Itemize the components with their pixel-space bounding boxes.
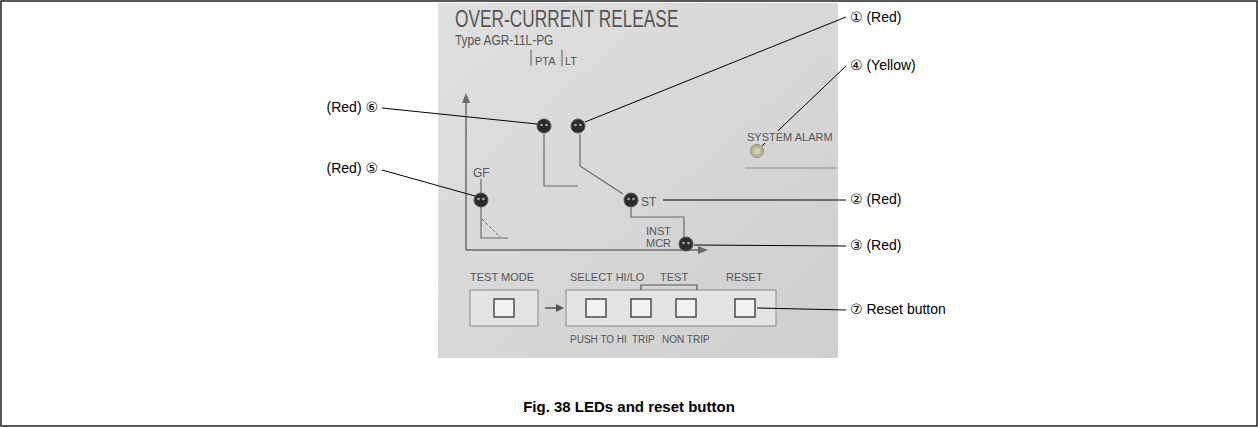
led-red <box>474 193 488 207</box>
led-glint <box>482 198 485 201</box>
curve-line <box>580 134 623 194</box>
led-red <box>571 119 585 133</box>
curve-line <box>561 50 562 66</box>
panel-marking: GF <box>473 167 490 180</box>
led-glint <box>632 198 635 201</box>
push-button <box>494 299 514 317</box>
push-button <box>735 299 755 317</box>
panel-marking: ST <box>641 196 656 209</box>
panel-marking: TEST <box>660 271 688 283</box>
callout-label: (Red) ⑤ <box>327 160 378 177</box>
leader-line <box>382 108 537 124</box>
led-glint <box>540 124 543 127</box>
callout-label: ④ (Yellow) <box>850 57 916 74</box>
led-red <box>679 237 693 251</box>
led-red <box>571 119 585 133</box>
led-glint <box>574 124 577 127</box>
figure-caption: Fig. 38 LEDs and reset button <box>523 398 735 415</box>
test-bracket <box>641 285 697 290</box>
panel-marking: TEST MODE <box>470 271 534 283</box>
led-red <box>474 193 488 207</box>
panel-marking: NON TRIP <box>662 334 710 345</box>
led-red <box>537 119 551 133</box>
panel-marking: SELECT HI/LO <box>570 271 644 283</box>
panel-marking: TRIP <box>632 334 655 345</box>
panel-marking: LT <box>565 55 577 67</box>
led-glint <box>627 198 630 201</box>
callout-label: ② (Red) <box>850 191 901 208</box>
leader-line <box>382 170 475 196</box>
led-red <box>679 237 693 251</box>
axis-line <box>465 101 467 250</box>
curve-line <box>544 134 578 186</box>
led-glint <box>754 148 760 154</box>
led-red <box>624 193 638 207</box>
led-glint <box>545 124 548 127</box>
push-button <box>631 299 651 317</box>
callout-label: ⑦ Reset button <box>850 301 946 318</box>
panel-marking: Type AGR-11L-PG <box>455 33 553 48</box>
leader-line <box>757 308 846 310</box>
axis-line <box>466 249 700 251</box>
curve-line <box>481 207 508 238</box>
button-frame <box>470 290 538 326</box>
led-yellow <box>751 145 764 158</box>
axis-arrowhead <box>462 93 470 103</box>
panel-marking: PTA <box>535 55 556 67</box>
led-red <box>537 119 551 133</box>
panel-marking: INST MCR <box>646 225 678 249</box>
callout-label: ③ (Red) <box>850 237 901 254</box>
led-glint <box>682 242 685 245</box>
led-glint <box>579 124 582 127</box>
panel-marking: OVER-CURRENT RELEASE <box>455 6 678 32</box>
led-red <box>624 193 638 207</box>
panel-rule <box>745 167 836 168</box>
push-button <box>586 299 606 317</box>
button-frame <box>566 290 776 326</box>
axis-arrowhead <box>698 246 708 254</box>
callout-label: (Red) ⑥ <box>327 99 378 116</box>
leader-line <box>663 200 846 201</box>
led-glint <box>477 198 480 201</box>
panel-face <box>438 3 838 358</box>
panel-marking: RESET <box>726 271 763 283</box>
callout-label: ① (Red) <box>850 9 901 26</box>
leader-line <box>585 17 846 122</box>
panel-marking: PUSH TO HI <box>570 334 627 345</box>
led-yellow <box>751 145 764 158</box>
curve-dash <box>482 219 500 237</box>
release-panel: OVER-CURRENT RELEASEType AGR-11L-PG PTA LT… <box>438 3 838 358</box>
led-glint <box>687 242 690 245</box>
curve-line <box>530 50 531 66</box>
panel-marking: SYSTEM ALARM <box>745 131 835 143</box>
curve-line <box>480 179 481 193</box>
push-button <box>676 299 696 317</box>
leader-line <box>694 245 846 246</box>
flow-arrowhead <box>556 304 564 312</box>
